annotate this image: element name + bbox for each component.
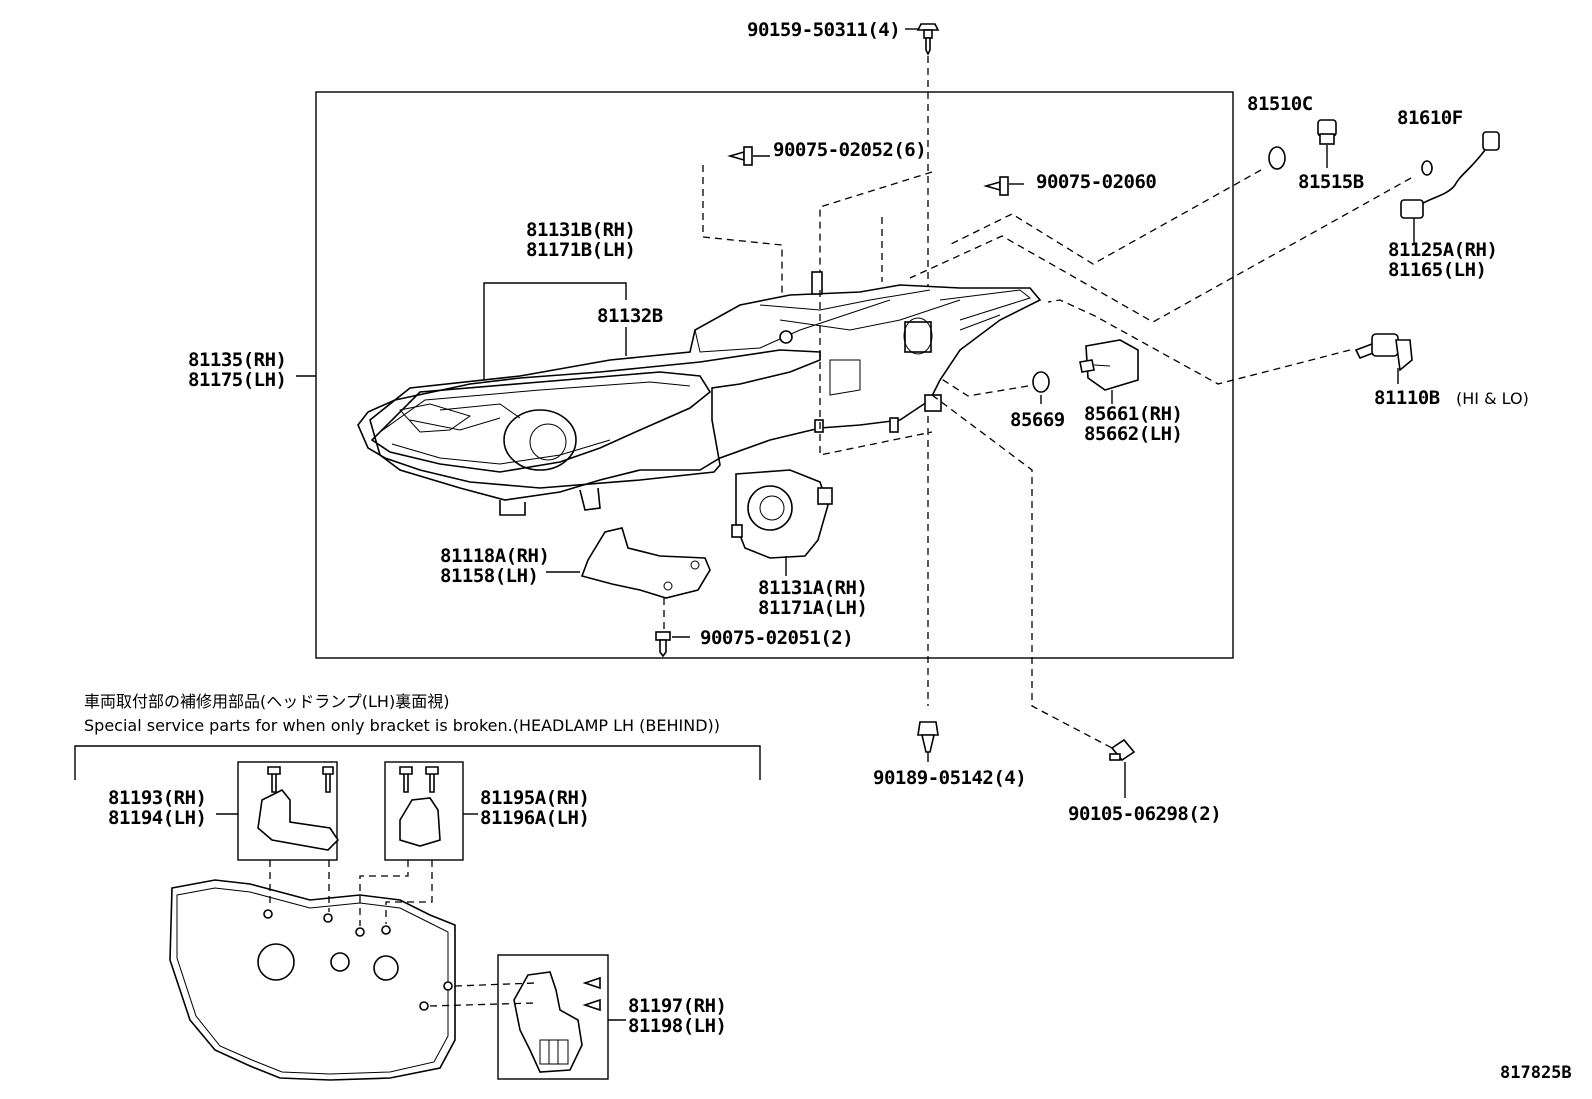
harness-81125a-icon — [1400, 131, 1500, 219]
diagram-code: 817825B — [1500, 1063, 1572, 1083]
actuator-85661-icon — [1079, 339, 1139, 391]
part-label-81515b: 81515B — [1298, 171, 1364, 193]
screw-90075-02052-icon — [727, 146, 753, 166]
part-label-81118a-rh: 81118A(RH) — [440, 545, 549, 567]
bolt-90105-icon — [1109, 738, 1136, 762]
part-label-81135-rh: 81135(RH) — [188, 349, 286, 371]
part-label-81195a-rh: 81195A(RH) — [480, 787, 589, 809]
screw-90075-02060-icon — [983, 176, 1009, 196]
part-label-81165-lh: 81165(LH) — [1388, 259, 1486, 281]
part-label-81197-rh: 81197(RH) — [628, 995, 726, 1017]
part-label-85669: 85669 — [1010, 409, 1065, 431]
headlamp-assembly-icon — [357, 271, 1042, 516]
part-label-81510c: 81510C — [1247, 93, 1313, 115]
screw-90159-icon — [916, 23, 940, 56]
fog-housing-81131a-icon — [731, 469, 833, 559]
assembly-frame — [315, 91, 1234, 659]
socket-81515b-icon — [1317, 119, 1337, 145]
bracket-81118a-icon — [580, 527, 711, 599]
part-label-81193-rh: 81193(RH) — [108, 787, 206, 809]
part-label-90075-02052: 90075-02052(6) — [773, 139, 926, 161]
part-label-90159: 90159-50311(4) — [747, 19, 900, 41]
screw-90075-02051-icon — [655, 631, 671, 658]
part-label-81171b-lh: 81171B(LH) — [526, 239, 635, 261]
part-label-90189: 90189-05142(4) — [873, 767, 1026, 789]
bulb-81510c-icon — [1268, 146, 1286, 170]
part-label-81198-lh: 81198(LH) — [628, 1015, 726, 1037]
en-note-title: Special service parts for when only brac… — [84, 716, 720, 735]
part-label-81110b-note: (HI & LO) — [1456, 389, 1529, 408]
part-label-81125a-rh: 81125A(RH) — [1388, 239, 1497, 261]
part-label-81110b: 81110B — [1374, 387, 1440, 409]
oring-85669-icon — [1032, 371, 1050, 393]
part-label-81194-lh: 81194(LH) — [108, 807, 206, 829]
part-label-81175-lh: 81175(LH) — [188, 369, 286, 391]
bracket-81195a-icon — [399, 766, 441, 847]
bulb-81110b-icon — [1354, 333, 1413, 372]
bulb-81610f-icon — [1421, 160, 1433, 176]
part-label-85661-rh: 85661(RH) — [1084, 403, 1182, 425]
headlamp-rear-view-icon — [169, 879, 456, 1081]
part-label-90105: 90105-06298(2) — [1068, 803, 1221, 825]
part-label-81171a-lh: 81171A(LH) — [758, 597, 867, 619]
part-label-81132b: 81132B — [597, 305, 663, 327]
part-label-81131a-rh: 81131A(RH) — [758, 577, 867, 599]
part-label-85662-lh: 85662(LH) — [1084, 423, 1182, 445]
clip-90189-icon — [917, 721, 939, 753]
part-label-90075-02060: 90075-02060 — [1036, 171, 1156, 193]
bracket-81193-icon — [257, 766, 340, 851]
part-label-81610f: 81610F — [1397, 107, 1463, 129]
part-label-81158-lh: 81158(LH) — [440, 565, 538, 587]
part-label-81131b-rh: 81131B(RH) — [526, 219, 635, 241]
part-label-90075-02051: 90075-02051(2) — [700, 627, 853, 649]
bracket-81197-icon — [513, 971, 601, 1073]
part-label-81196a-lh: 81196A(LH) — [480, 807, 589, 829]
jp-note-title: 車両取付部の補修用部品(ヘッドランプ(LH)裏面視) — [84, 692, 449, 711]
